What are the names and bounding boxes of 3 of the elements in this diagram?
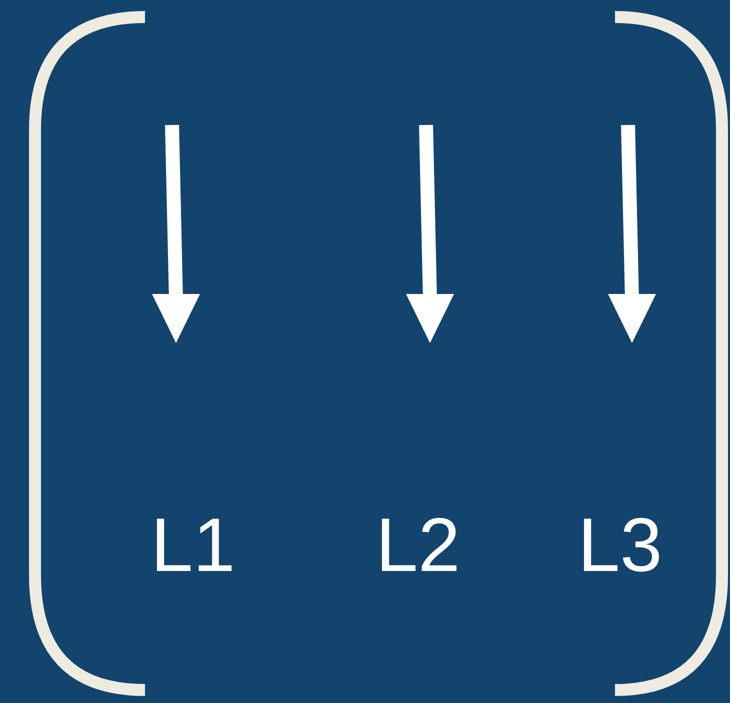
label: L2	[376, 508, 460, 584]
label: L3	[578, 508, 662, 584]
label: L1	[150, 508, 236, 584]
